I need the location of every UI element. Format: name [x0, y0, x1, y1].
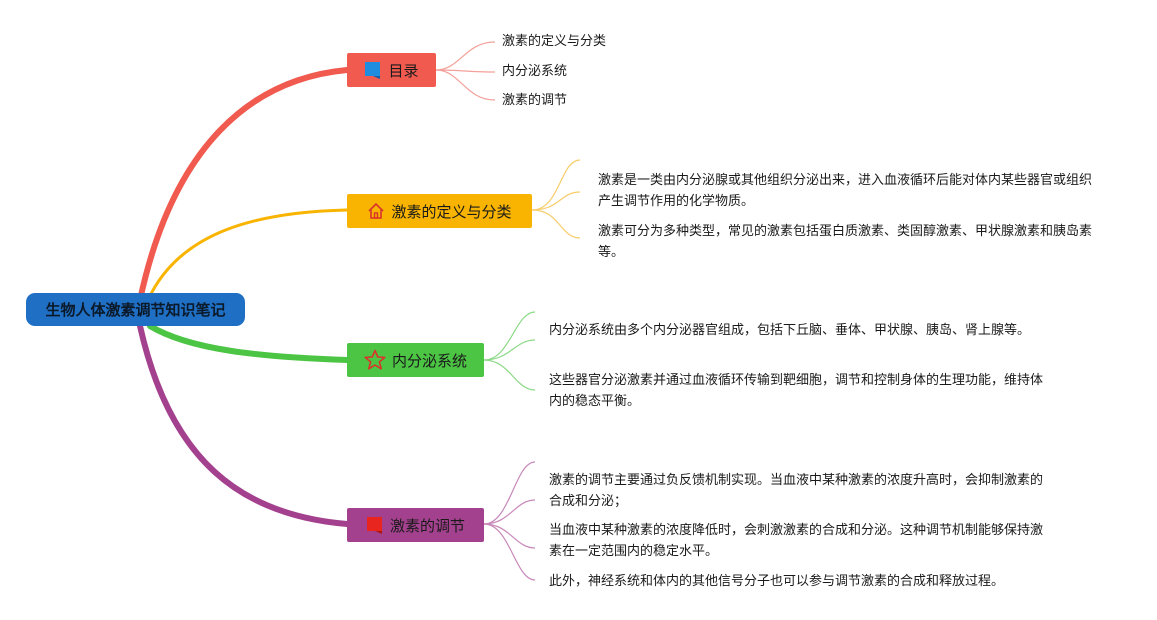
- definition-leaf-item[interactable]: 激素可分为多种类型，常见的激素包括蛋白质激素、类固醇激素、甲状腺激素和胰岛素等。: [598, 224, 1093, 260]
- connector-def-leaf-1: [531, 159, 581, 211]
- star-icon: [364, 349, 386, 370]
- branch-endocrine[interactable]: 内分泌系统: [347, 343, 484, 377]
- branch-definition[interactable]: 激素的定义与分类: [347, 194, 532, 228]
- connector-reg-leaf-1: [483, 461, 536, 525]
- endocrine-leaf-item[interactable]: 这些器官分泌激素并通过血液循环传输到靶细胞，调节和控制身体的生理功能，维持体内的…: [549, 373, 1044, 409]
- connector-root-definition: [146, 208, 349, 302]
- branch-endocrine-label: 内分泌系统: [391, 351, 467, 370]
- toc-leaf-item[interactable]: 激素的调节: [502, 93, 568, 108]
- definition-leaf-item[interactable]: 激素是一类由内分泌腺或其他组织分泌出来，进入血液循环后能对体内某些器官或组织产生…: [598, 173, 1093, 209]
- blue-flag-icon: [365, 62, 381, 79]
- connector-endo-leaf-1: [483, 311, 536, 361]
- connector-root-endocrine: [147, 323, 350, 363]
- connector-toc-leaf-3: [435, 69, 496, 101]
- root-node[interactable]: 生物人体激素调节知识笔记: [26, 293, 245, 326]
- connector-reg-leaf-4: [483, 523, 536, 581]
- root-node-label: 生物人体激素调节知识笔记: [45, 301, 226, 319]
- connector-root-regulation: [137, 323, 350, 527]
- house-icon: [368, 203, 385, 219]
- endocrine-leaf-item[interactable]: 内分泌系统由多个内分泌器官组成，包括下丘脑、垂体、甲状腺、胰岛、肾上腺等。: [549, 323, 1031, 338]
- regulation-leaf-item[interactable]: 当血液中某种激素的浓度降低时，会刺激激素的合成和分泌。这种调节机制能够保持激素在…: [549, 523, 1044, 559]
- connector-reg-leaf-3: [483, 523, 536, 549]
- connector-def-leaf-2: [531, 191, 581, 211]
- branch-definition-label: 激素的定义与分类: [391, 202, 512, 221]
- regulation-leaf-item[interactable]: 激素的调节主要通过负反馈机制实现。当血液中某种激素的浓度升高时，会抑制激素的合成…: [549, 473, 1044, 509]
- connector-root-toc: [137, 67, 350, 303]
- toc-leaf-item[interactable]: 激素的定义与分类: [502, 34, 607, 49]
- regulation-leaf-item[interactable]: 此外，神经系统和体内的其他信号分子也可以参与调节激素的合成和释放过程。: [549, 574, 1005, 589]
- connector-def-leaf-3: [531, 209, 581, 239]
- branch-toc[interactable]: 目录: [347, 53, 436, 87]
- branch-regulation-label: 激素的调节: [389, 516, 465, 535]
- connector-toc-leaf-1: [435, 41, 496, 71]
- toc-leaf-item[interactable]: 内分泌系统: [502, 64, 568, 79]
- connector-reg-leaf-2: [483, 499, 536, 525]
- branch-toc-label: 目录: [388, 61, 419, 80]
- branch-regulation[interactable]: 激素的调节: [347, 508, 484, 542]
- red-flag-icon: [366, 517, 382, 534]
- connector-endo-leaf-2: [483, 339, 536, 361]
- connector-endo-leaf-3: [483, 359, 536, 391]
